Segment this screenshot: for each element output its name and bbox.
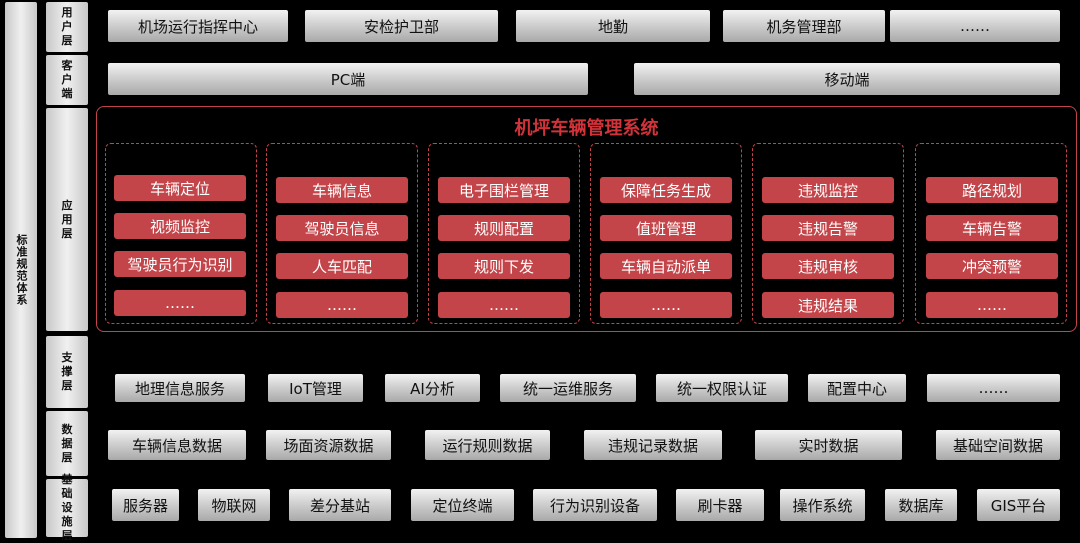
layer-label-app: 应用层: [46, 108, 88, 331]
data-item: 基础空间数据: [936, 430, 1060, 460]
infra-item: 差分基站: [289, 489, 391, 521]
app-group: [105, 143, 257, 324]
app-item: 车辆信息: [276, 177, 408, 203]
support-item: 地理信息服务: [115, 374, 245, 402]
app-item: 值班管理: [600, 215, 732, 241]
app-system-frame: [96, 106, 1077, 332]
infra-item: 数据库: [885, 489, 957, 521]
support-item: 配置中心: [808, 374, 906, 402]
client-item: PC端: [108, 63, 588, 95]
support-item: AI分析: [385, 374, 480, 402]
app-system-title: 机坪车辆管理系统: [514, 118, 659, 139]
support-item: ……: [927, 374, 1060, 402]
app-item: 路径规划: [926, 177, 1058, 203]
app-item: 驾驶员信息: [276, 215, 408, 241]
app-item: 人车匹配: [276, 253, 408, 279]
data-item: 违规记录数据: [584, 430, 722, 460]
app-item: 规则下发: [438, 253, 570, 279]
infra-item: 刷卡器: [676, 489, 764, 521]
layer-label-app-text: 应用层: [61, 198, 73, 240]
user-item: 机场运行指挥中心: [108, 10, 288, 42]
app-group: [266, 143, 418, 324]
layer-label-support-text: 支撑层: [61, 351, 73, 392]
app-item: ……: [114, 290, 246, 316]
app-group: [752, 143, 904, 324]
data-item: 运行规则数据: [425, 430, 550, 460]
layer-label-client: 客户端: [46, 55, 88, 105]
app-item: ……: [438, 292, 570, 318]
app-item: 电子围栏管理: [438, 177, 570, 203]
layer-label-user: 用户层: [46, 2, 88, 52]
app-item: 规则配置: [438, 215, 570, 241]
app-item: ……: [926, 292, 1058, 318]
support-item: 统一运维服务: [500, 374, 636, 402]
user-item: 地勤: [516, 10, 710, 42]
client-item: 移动端: [634, 63, 1060, 95]
app-group: [590, 143, 742, 324]
app-item: 冲突预警: [926, 253, 1058, 279]
infra-item: 定位终端: [411, 489, 514, 521]
app-group: [915, 143, 1067, 324]
layer-label-data: 数据层: [46, 411, 88, 476]
infra-item: 操作系统: [780, 489, 865, 521]
standards-system-bar: 标准规范体系: [5, 2, 37, 538]
infra-item: 行为识别设备: [533, 489, 657, 521]
app-item: 保障任务生成: [600, 177, 732, 203]
standards-system-label: 标准规范体系: [15, 234, 28, 306]
user-item: 安检护卫部: [305, 10, 498, 42]
app-item: ……: [276, 292, 408, 318]
app-item: 车辆定位: [114, 175, 246, 201]
layer-label-user-text: 用户层: [61, 6, 73, 47]
app-item: 违规告警: [762, 215, 894, 241]
app-item: 驾驶员行为识别: [114, 251, 246, 277]
data-item: 场面资源数据: [266, 430, 391, 460]
infra-item: 服务器: [112, 489, 179, 521]
layer-label-infra-text: 基础设施层: [61, 473, 73, 542]
support-item: IoT管理: [268, 374, 363, 402]
infra-item: 物联网: [198, 489, 270, 521]
layer-label-client-text: 客户端: [61, 59, 73, 100]
layer-label-support: 支撑层: [46, 336, 88, 408]
support-item: 统一权限认证: [656, 374, 788, 402]
app-item: 违规结果: [762, 292, 894, 318]
app-item: 车辆自动派单: [600, 253, 732, 279]
app-item: 车辆告警: [926, 215, 1058, 241]
layer-label-infra: 基础设施层: [46, 473, 88, 542]
data-item: 车辆信息数据: [108, 430, 246, 460]
layer-label-data-text: 数据层: [61, 422, 73, 464]
app-item: 违规审核: [762, 253, 894, 279]
app-item: 视频监控: [114, 213, 246, 239]
app-item: ……: [600, 292, 732, 318]
user-item: ……: [890, 10, 1060, 42]
infra-item: GIS平台: [977, 489, 1060, 521]
app-group: [428, 143, 580, 324]
user-item: 机务管理部: [723, 10, 885, 42]
data-item: 实时数据: [755, 430, 902, 460]
app-item: 违规监控: [762, 177, 894, 203]
